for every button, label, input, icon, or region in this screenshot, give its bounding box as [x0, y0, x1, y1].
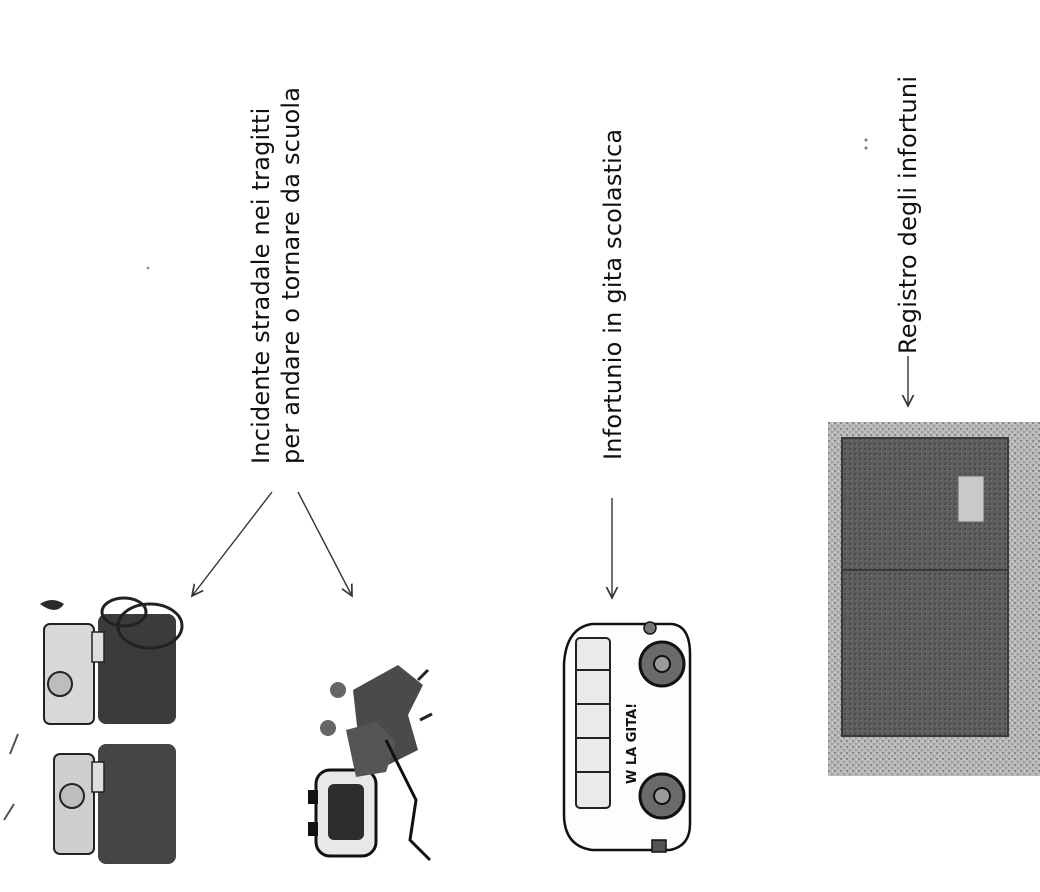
register-book-photo: [828, 422, 1040, 776]
cyclists-icon: [0, 584, 200, 884]
pedestrians-car-icon: [308, 650, 438, 862]
school-bus-icon: W LA GITA!: [552, 614, 702, 864]
register-book-icon: [828, 422, 1040, 776]
arrow-to-cyclists: [192, 492, 272, 596]
bus-sign-text: W LA GITA!: [625, 703, 640, 784]
arrow-to-pedestrians: [298, 492, 352, 596]
